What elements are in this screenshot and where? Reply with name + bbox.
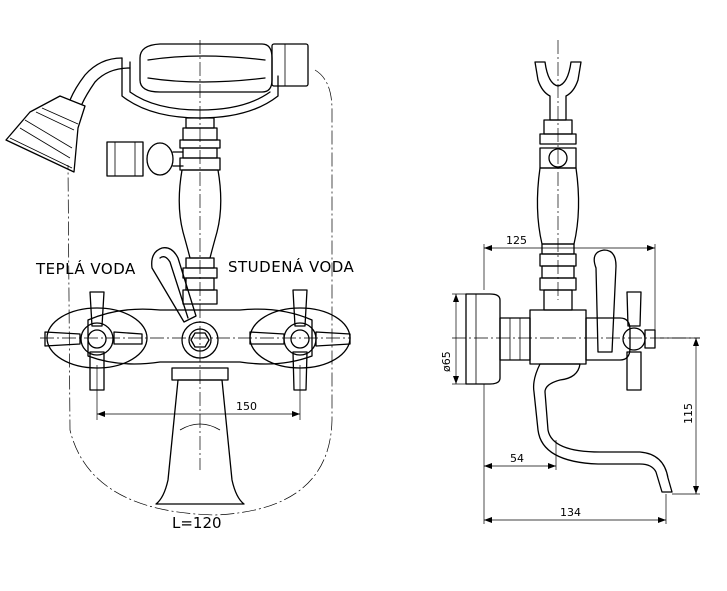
dim-134-label: 134 [560,506,581,519]
dim-115-label: 115 [682,403,695,424]
dim-125 [483,244,656,330]
dim-150-label: 150 [236,400,257,413]
spout-length-label: L=120 [172,514,222,532]
side-lever [593,249,617,353]
dim-150 [96,365,301,420]
side-valve-handle [622,291,656,391]
spout-front [155,367,245,505]
dim-54-label: 54 [510,452,524,465]
dim-diameter [452,293,466,385]
side-connector [106,141,184,177]
center-column [178,117,222,305]
side-body [529,309,587,365]
dim-54 [483,384,557,470]
shower-handset [69,43,309,119]
side-view: 125 ø65 54 134 [440,40,700,524]
dim-125-label: 125 [506,234,527,247]
hot-water-label: TEPLÁ VODA [35,259,136,278]
hook-holder [534,61,582,121]
cold-water-label: STUDENÁ VODA [228,257,355,276]
swing-outline [67,69,333,516]
side-spout [532,363,673,493]
diverter-lever [151,247,197,323]
hot-valve-handle [44,291,148,391]
front-view: 150 TEPLÁ VODA STUDENÁ VODA L=120 [5,40,355,532]
mixer-body [87,308,313,365]
cold-valve-handle [249,289,351,391]
wall-flange [465,293,501,385]
shower-head [5,95,86,173]
dim-diameter-label: ø65 [440,351,453,372]
dim-134 [483,470,667,524]
dim-115 [660,337,700,495]
